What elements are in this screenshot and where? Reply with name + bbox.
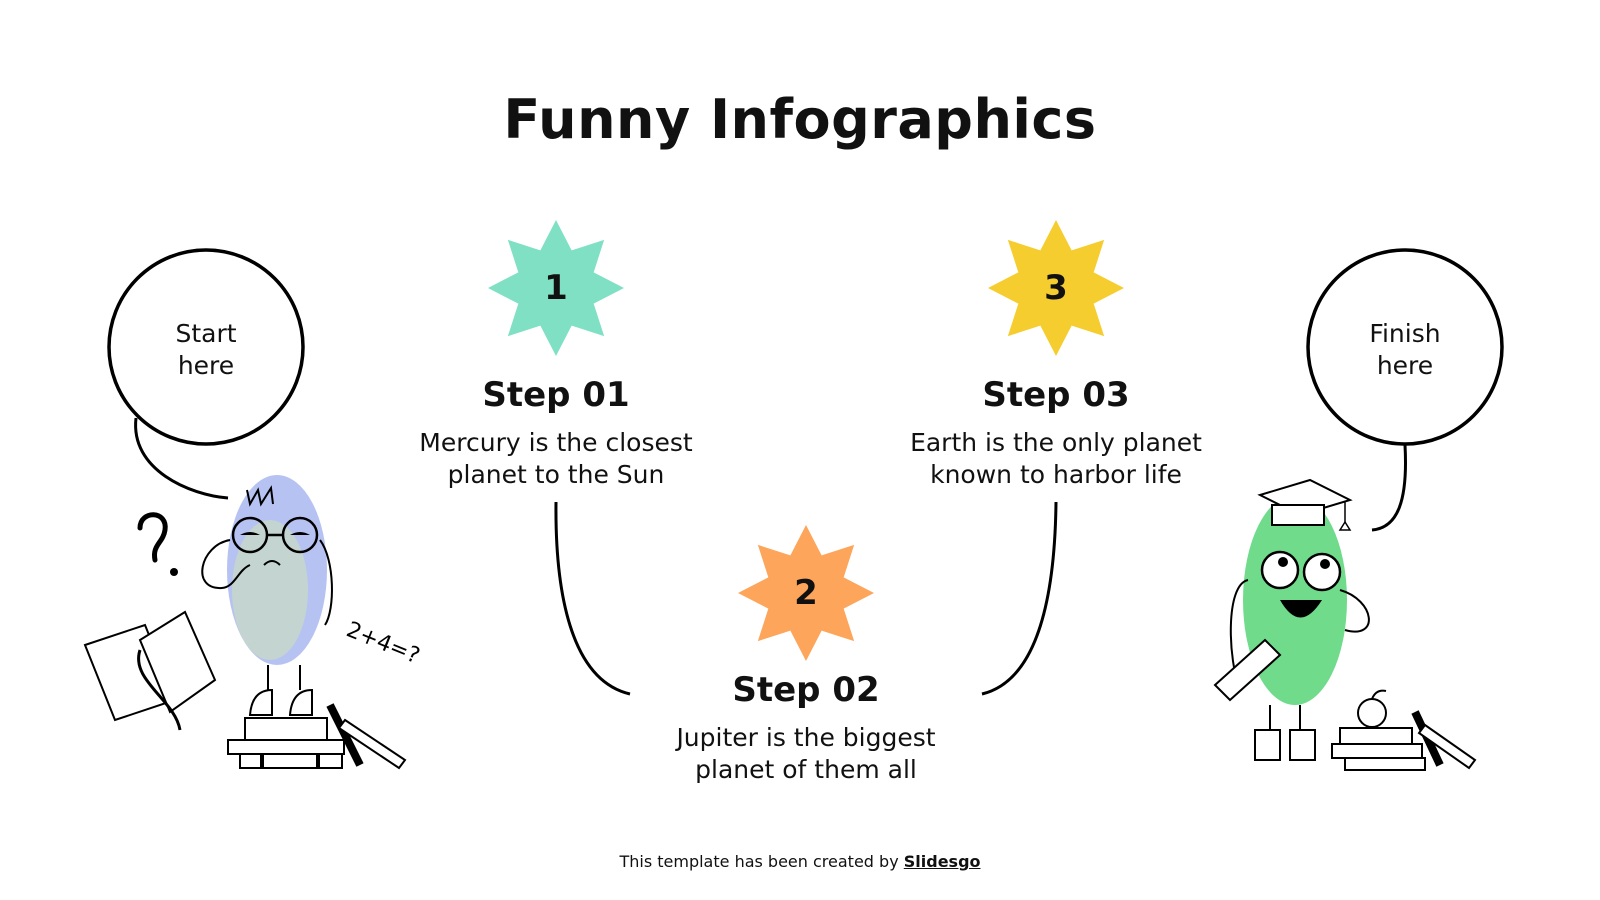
step-1-star-badge: 1 xyxy=(488,220,624,356)
start-bubble-circle xyxy=(107,248,305,446)
step-2-desc-line2: planet of them all xyxy=(695,755,917,784)
finish-bubble-circle xyxy=(1306,248,1504,446)
step-2-title: Step 02 xyxy=(732,670,880,710)
start-bubble-line2: here xyxy=(177,351,235,380)
start-bubble-tail xyxy=(134,417,229,500)
step-1-title: Step 01 xyxy=(482,375,630,415)
finish-bubble-line2: here xyxy=(1376,351,1434,380)
footer-prefix: This template has been created by xyxy=(619,852,904,871)
step-1-desc-line1: Mercury is the closest xyxy=(419,428,693,457)
star-icon xyxy=(488,220,624,356)
step-1-number: 1 xyxy=(544,268,568,308)
step-3-title: Step 03 xyxy=(982,375,1130,415)
step-3-star-badge: 3 xyxy=(988,220,1124,356)
step-2-desc-line1: Jupiter is the biggest xyxy=(676,723,936,752)
star-icon xyxy=(738,525,874,661)
finish-bubble-line1: Finish xyxy=(1369,319,1441,348)
step-2: Step 02 Jupiter is the biggest planet of… xyxy=(626,670,986,786)
start-bubble: Start here xyxy=(126,318,286,382)
start-bubble-line1: Start xyxy=(175,319,237,348)
slidesgo-link[interactable]: Slidesgo xyxy=(903,852,981,871)
step-1-desc-line2: planet to the Sun xyxy=(447,460,665,489)
finish-bubble: Finish here xyxy=(1325,318,1485,382)
connector-step1-step2 xyxy=(554,501,631,696)
connector-step2-step3 xyxy=(981,501,1058,696)
page-title: Funny Infographics xyxy=(503,88,1097,151)
step-2-number: 2 xyxy=(794,573,818,613)
step-3: Step 03 Earth is the only planet known t… xyxy=(876,375,1236,491)
step-2-star-badge: 2 xyxy=(738,525,874,661)
step-3-number: 3 xyxy=(1044,268,1068,308)
footer-credit: This template has been created by Slides… xyxy=(0,852,1600,871)
svg-text:2+4=?: 2+4=? xyxy=(343,617,423,669)
finish-bubble-tail xyxy=(1371,444,1407,532)
step-3-desc-line2: known to harbor life xyxy=(930,460,1182,489)
step-3-desc-line1: Earth is the only planet xyxy=(910,428,1202,457)
step-1: Step 01 Mercury is the closest planet to… xyxy=(376,375,736,491)
right-character-illustration xyxy=(1213,478,1477,771)
left-character-illustration: 2+4=? xyxy=(83,475,423,770)
star-icon xyxy=(988,220,1124,356)
